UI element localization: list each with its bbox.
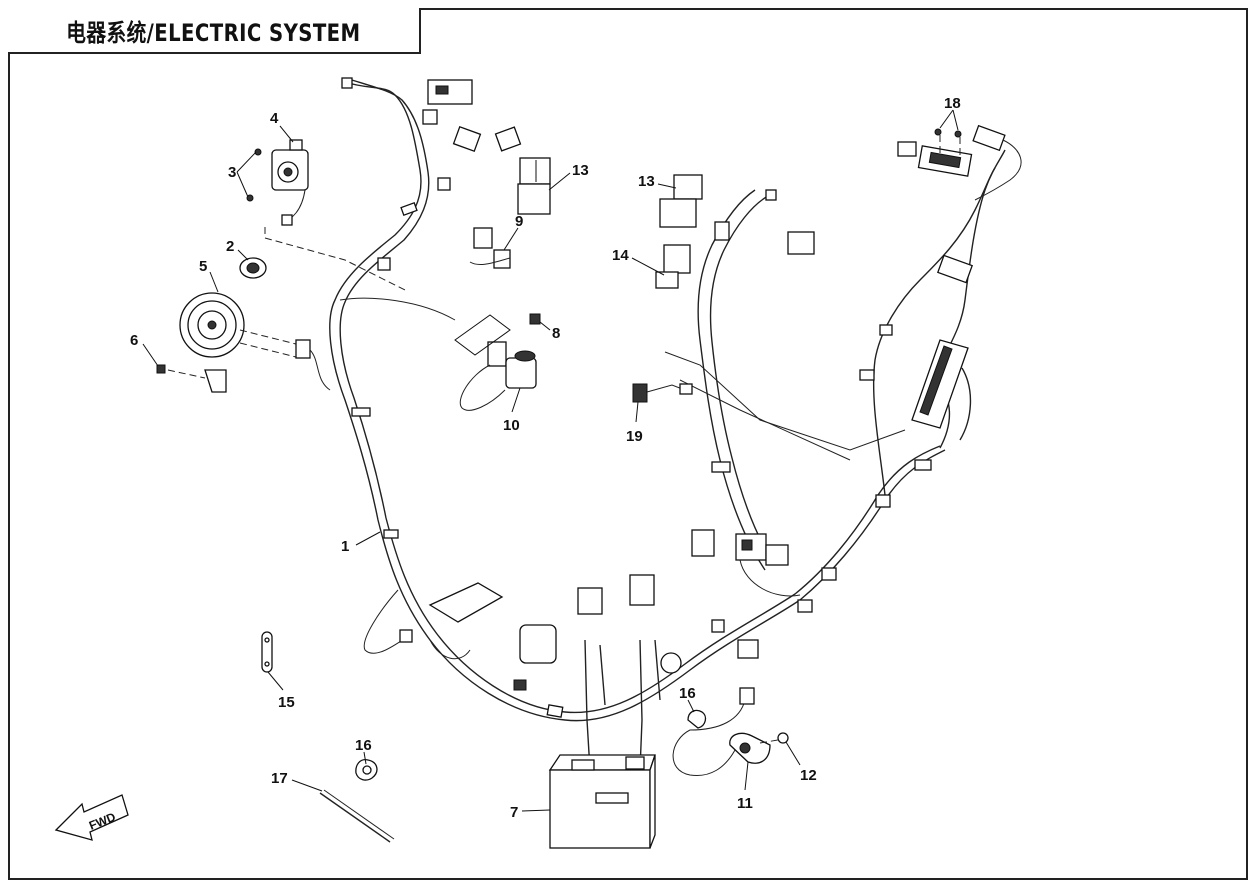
callout-4: 4 <box>270 110 279 127</box>
callout-11: 11 <box>737 795 753 812</box>
callout-1: 1 <box>341 538 349 555</box>
clip-16-left <box>355 759 378 781</box>
callout-12: 12 <box>800 767 817 784</box>
callout-13a: 13 <box>572 162 589 179</box>
connector-18 <box>897 124 1022 201</box>
callout-16a: 16 <box>355 737 372 754</box>
cable-tie-17 <box>319 789 395 843</box>
callout-2: 2 <box>226 238 234 255</box>
lower-left-connectors <box>399 574 655 691</box>
title-box: 电器系统/ELECTRIC SYSTEM <box>8 8 421 54</box>
horn-5 <box>179 292 331 393</box>
upper-connectors <box>341 77 522 191</box>
connector-9 <box>377 227 511 271</box>
nut-8 <box>529 313 541 325</box>
grommet-2 <box>239 257 267 279</box>
harness-clips <box>351 202 932 718</box>
callout-15: 15 <box>278 694 295 711</box>
sensor-11 <box>729 732 789 764</box>
clip-16-right <box>687 709 707 729</box>
relay-13-right <box>659 174 703 228</box>
callout-3: 3 <box>228 164 236 181</box>
callout-13b: 13 <box>638 173 655 190</box>
center-connectors <box>660 529 801 705</box>
callout-14: 14 <box>612 247 629 264</box>
callout-16b: 16 <box>679 685 696 702</box>
diagram-frame <box>8 8 1248 880</box>
connector-near-14 <box>714 189 815 255</box>
callout-6: 6 <box>130 332 138 349</box>
callout-17: 17 <box>271 770 288 787</box>
relay-13-left <box>517 157 551 215</box>
bolt-6 <box>156 364 206 379</box>
callout-7: 7 <box>510 804 518 821</box>
sensor-19 <box>632 383 693 403</box>
fwd-arrow: FWD <box>54 794 129 841</box>
socket-10 <box>454 314 537 411</box>
callout-9: 9 <box>515 213 523 230</box>
callout-19: 19 <box>626 428 643 445</box>
callout-10: 10 <box>503 417 520 434</box>
battery-7 <box>548 754 656 849</box>
switch-4 <box>246 139 406 291</box>
callout-8: 8 <box>552 325 560 342</box>
callouts: 1 2 3 4 5 6 7 8 9 10 11 12 13 13 14 15 <box>130 95 961 821</box>
connector-14 <box>655 244 691 289</box>
ecu-block <box>911 254 974 441</box>
tie-15 <box>261 631 273 673</box>
page-title: 电器系统/ELECTRIC SYSTEM <box>66 18 361 47</box>
callout-5: 5 <box>199 258 207 275</box>
callout-18: 18 <box>944 95 961 112</box>
